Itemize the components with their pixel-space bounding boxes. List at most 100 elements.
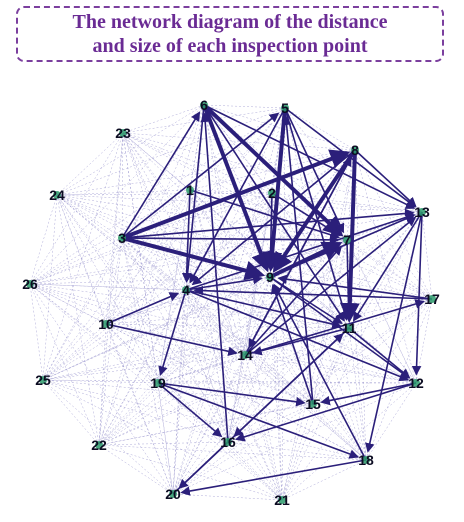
faint-edge: [157, 107, 286, 384]
faint-edge: [56, 194, 314, 405]
faint-edge: [227, 298, 433, 443]
edge-4-12: [185, 289, 410, 382]
faint-edge: [281, 459, 367, 501]
node-marker: [362, 456, 370, 464]
faint-edge: [203, 104, 367, 461]
edge-5-11: [284, 107, 349, 321]
faint-edge: [271, 192, 367, 461]
faint-edge: [42, 289, 187, 381]
faint-edge: [227, 354, 246, 443]
node-marker: [119, 129, 127, 137]
faint-edge: [56, 107, 286, 196]
faint-edge: [281, 239, 348, 501]
edge-4-11: [185, 289, 342, 329]
faint-edge: [29, 149, 356, 285]
node-label: 17: [424, 291, 440, 307]
faint-edge: [29, 189, 191, 285]
title-line-2: and size of each inspection point: [92, 35, 368, 57]
faint-edge: [105, 323, 283, 501]
node-label: 10: [98, 316, 114, 332]
node-label: 26: [22, 276, 38, 292]
node-18: 18: [358, 452, 374, 468]
faint-edge: [56, 194, 433, 300]
strong-edges: [105, 103, 433, 496]
faint-edge: [157, 327, 350, 384]
faint-edge: [121, 237, 174, 495]
faint-edge: [29, 283, 159, 384]
faint-edge: [346, 239, 433, 300]
node-label: 15: [305, 396, 321, 412]
node-9: 9: [266, 269, 274, 285]
faint-edge: [365, 298, 433, 461]
faint-edge: [42, 104, 205, 381]
faint-edge: [56, 194, 423, 213]
faint-edge: [98, 323, 107, 446]
faint-edge: [56, 194, 123, 239]
faint-edge: [189, 189, 314, 405]
faint-edge: [157, 189, 191, 384]
faint-edge: [98, 444, 174, 495]
faint-edge: [29, 194, 58, 285]
edge-19-15: [157, 382, 306, 407]
faint-edge: [244, 192, 273, 356]
faint-edge: [281, 403, 314, 501]
node-marker: [118, 234, 126, 242]
node-marker: [182, 286, 190, 294]
faint-edge: [244, 354, 314, 405]
node-label: 16: [220, 434, 236, 450]
node-label: 2: [268, 185, 276, 201]
edge-16-6: [200, 112, 229, 443]
edge-3-13: [121, 208, 415, 239]
edge-19-16: [157, 382, 223, 438]
faint-edge: [98, 354, 246, 446]
node-label: 4: [182, 282, 190, 298]
faint-edge: [98, 132, 124, 446]
edge-8-13: [354, 149, 417, 207]
node-label: 11: [342, 320, 357, 336]
faint-edge: [42, 379, 367, 461]
node-22: 22: [91, 437, 107, 453]
title-box: The network diagram of the distance and …: [16, 6, 444, 62]
node-24: 24: [49, 187, 65, 203]
node-label: 20: [165, 486, 181, 502]
faint-edge: [157, 354, 246, 384]
edge-1-7: [189, 189, 340, 240]
node-5: 5: [281, 100, 289, 116]
node-20: 20: [165, 486, 181, 502]
faint-edge: [284, 107, 356, 151]
faint-edge: [56, 194, 417, 384]
faint-edge: [105, 276, 271, 325]
faint-edge: [281, 382, 417, 501]
faint-edge: [172, 354, 246, 495]
edge-17-9: [277, 274, 433, 300]
faint-edge: [42, 379, 174, 495]
node-label: 12: [408, 375, 424, 391]
faint-edge: [29, 283, 367, 461]
node-marker: [95, 441, 103, 449]
faint-edge: [29, 283, 417, 384]
faint-edge: [185, 289, 283, 501]
node-marker: [39, 376, 47, 384]
node-10: 10: [98, 316, 114, 332]
faint-edge: [105, 323, 159, 384]
edge-15-5: [281, 115, 314, 405]
node-marker: [154, 379, 162, 387]
node-1: 1: [186, 182, 194, 198]
node-15: 15: [305, 396, 321, 412]
faint-edge: [105, 237, 123, 325]
edge-7-11: [343, 239, 354, 321]
edge-6-7: [202, 103, 344, 237]
faint-edge: [346, 211, 423, 241]
edge-18-20: [180, 459, 367, 496]
node-label: 18: [358, 452, 374, 468]
faint-edge: [56, 194, 159, 384]
faint-edge: [172, 382, 417, 495]
faint-edge: [42, 379, 417, 384]
node-label: 24: [49, 187, 65, 203]
faint-edge: [56, 194, 107, 325]
edge-1-4: [181, 189, 192, 283]
edge-3-6: [121, 111, 201, 239]
faint-edge: [105, 323, 350, 329]
edge-12-15: [320, 382, 417, 406]
